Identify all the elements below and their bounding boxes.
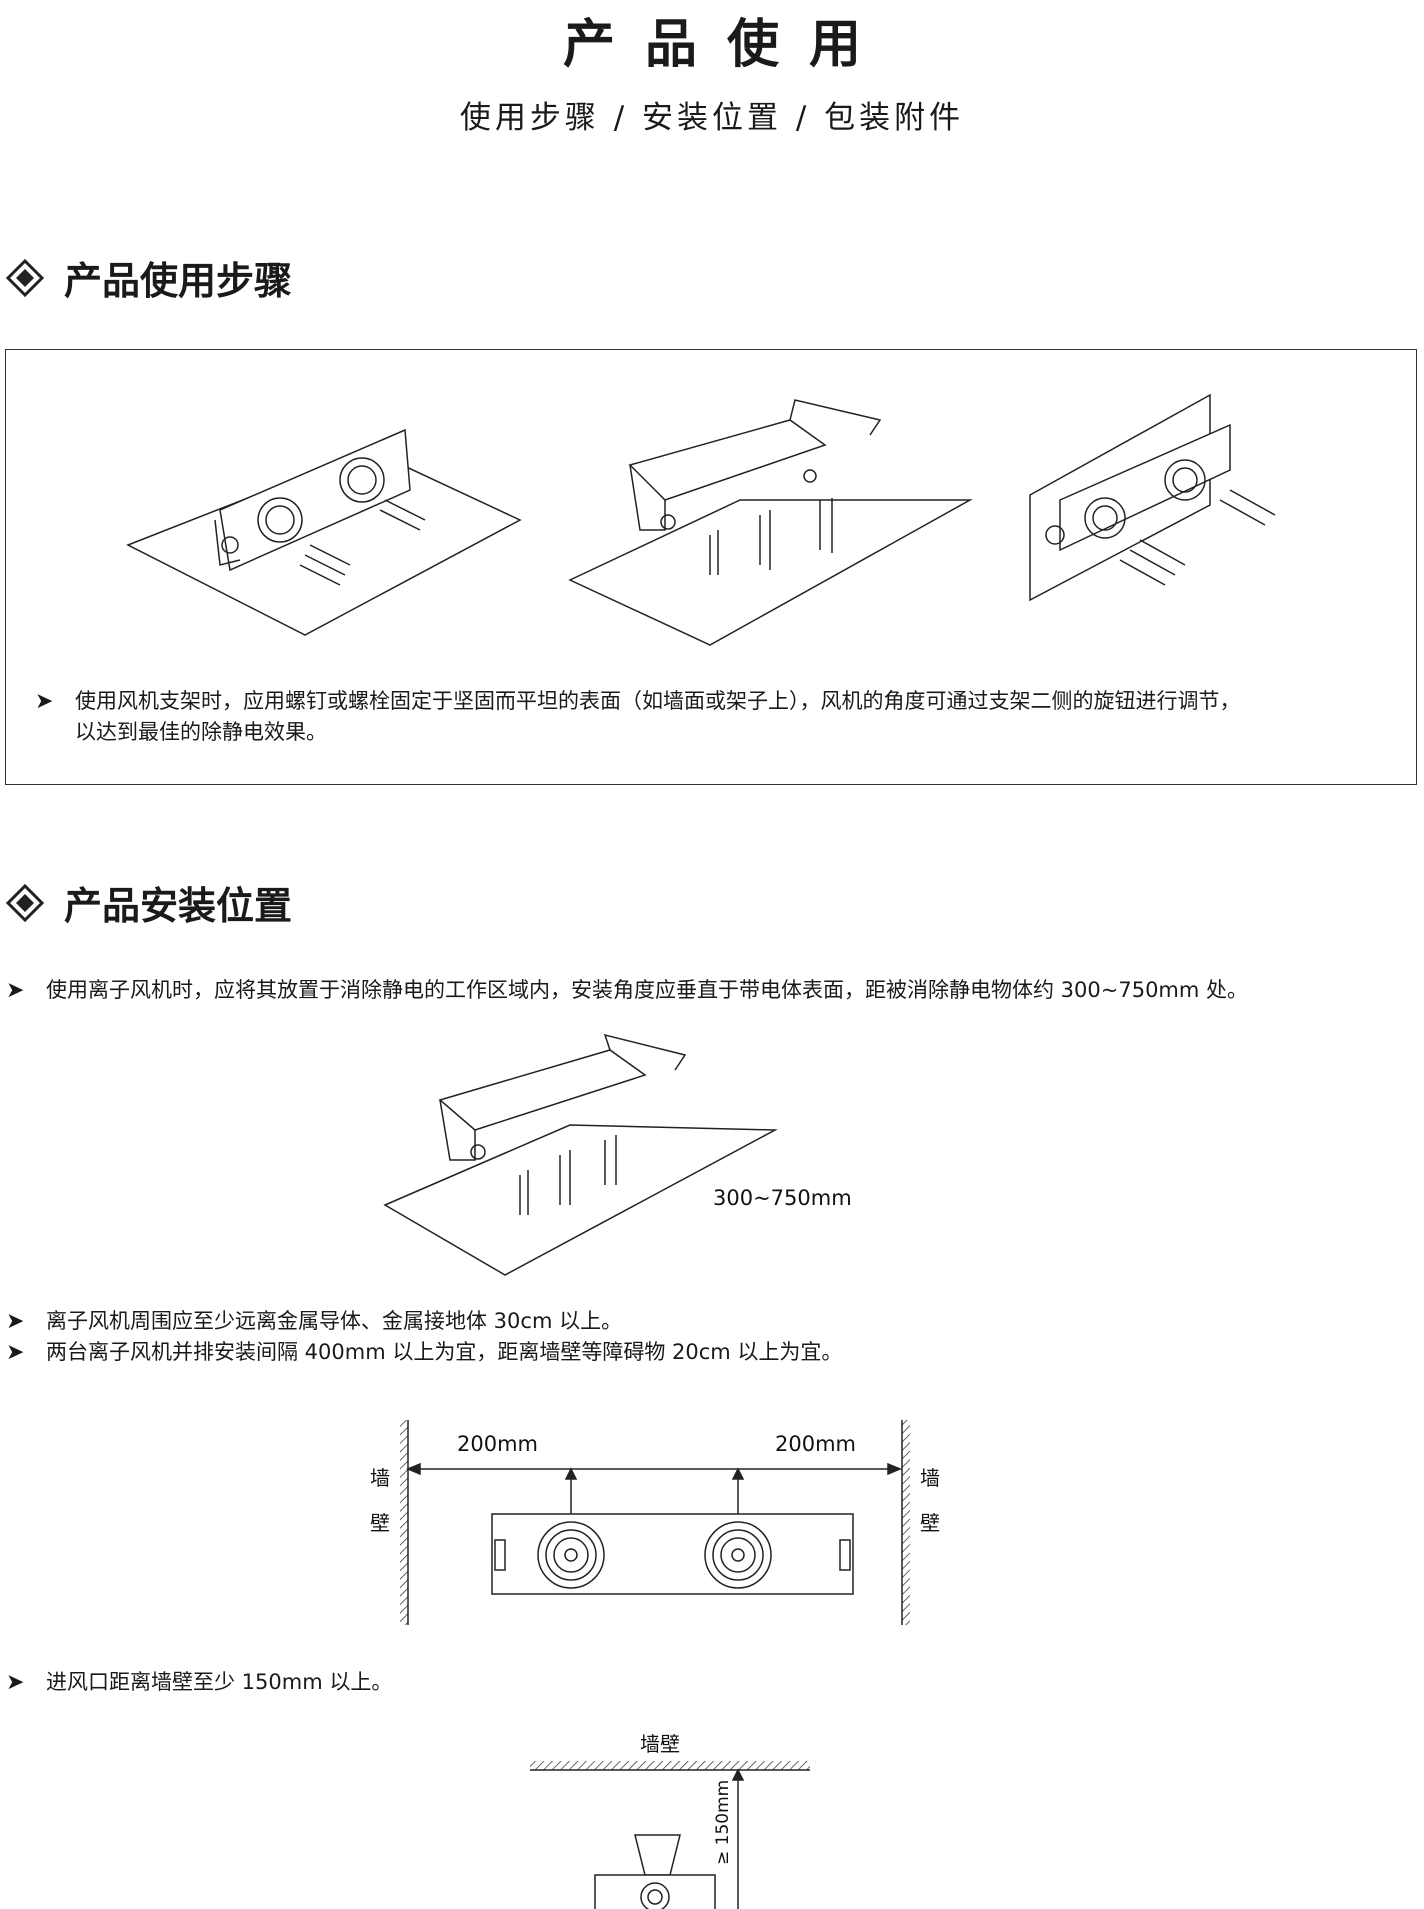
left-wall [400, 1420, 408, 1625]
diamond-icon [6, 883, 44, 922]
distance-label: 300~750mm [713, 1186, 852, 1210]
fan-on-table-illustration [126, 428, 522, 636]
side-by-side-spacing-diagram: 200mm 200mm 墙 壁 墙 壁 [370, 1420, 940, 1625]
section-heading-install: 产品安装位置 [6, 875, 292, 930]
usage-note-line1: 使用风机支架时，应用螺钉或螺栓固定于坚固而平坦的表面（如墙面或架子上），风机的角… [75, 689, 1241, 713]
wall-label: 墙壁 [640, 1732, 680, 1756]
page-title: 产品使用 [562, 15, 891, 75]
section-title: 产品安装位置 [64, 884, 293, 928]
page-subtitle: 使用步骤 / 安装位置 / 包装附件 [459, 100, 965, 136]
gap-right-label: 200mm [775, 1432, 856, 1456]
section-title: 产品使用步骤 [64, 259, 293, 303]
bullet-text: 使用离子风机时，应将其放置于消除静电的工作区域内，安装角度应垂直于带电体表面，距… [46, 978, 1249, 1002]
right-wall [902, 1420, 910, 1625]
arrow-bullet-icon: ➤ [6, 1309, 25, 1334]
usage-note: ➤ 使用风机支架时，应用螺钉或螺栓固定于坚固而平坦的表面（如墙面或架子上），风机… [35, 686, 1241, 748]
fan-distance-illustration: 300~750mm [383, 1033, 852, 1276]
install-bullet-3: ➤ 两台离子风机并排安装间隔 400mm 以上为宜，距离墙壁等障碍物 20cm … [6, 1337, 842, 1368]
bullet-text: 离子风机周围应至少远离金属导体、金属接地体 30cm 以上。 [46, 1309, 623, 1333]
fan-wall-mounted-illustration [1029, 393, 1276, 602]
install-bullet-1: ➤ 使用离子风机时，应将其放置于消除静电的工作区域内，安装角度应垂直于带电体表面… [6, 975, 1248, 1006]
wall-label-right-2: 壁 [920, 1511, 940, 1535]
usage-note-line2: 以达到最佳的除静电效果。 [75, 720, 327, 744]
bullet-text: 进风口距离墙壁至少 150mm 以上。 [46, 1670, 393, 1694]
gap-left-label: 200mm [457, 1432, 538, 1456]
arrow-bullet-icon: ➤ [6, 1670, 25, 1695]
diamond-icon [6, 258, 44, 297]
arrow-bullet-icon: ➤ [35, 689, 54, 714]
install-bullet-2: ➤ 离子风机周围应至少远离金属导体、金属接地体 30cm 以上。 [6, 1306, 622, 1337]
wall-label-left-2: 壁 [370, 1511, 390, 1535]
install-bullet-4: ➤ 进风口距离墙壁至少 150mm 以上。 [6, 1667, 392, 1698]
wall-label-left-1: 墙 [370, 1466, 390, 1490]
wall-label-right-1: 墙 [920, 1466, 940, 1490]
usage-illustrations [126, 393, 1276, 646]
inlet-distance-label: ≥ 150mm [713, 1780, 733, 1865]
inlet-distance-diagram: 墙壁 ≥ 150mm [530, 1732, 810, 1909]
arrow-bullet-icon: ➤ [6, 1340, 25, 1365]
arrow-bullet-icon: ➤ [6, 978, 25, 1003]
usage-steps-box [5, 349, 1417, 785]
section-heading-usage: 产品使用步骤 [6, 250, 292, 305]
bullet-text: 两台离子风机并排安装间隔 400mm 以上为宜，距离墙壁等障碍物 20cm 以上… [46, 1340, 843, 1364]
fan-hanging-illustration [568, 399, 973, 646]
